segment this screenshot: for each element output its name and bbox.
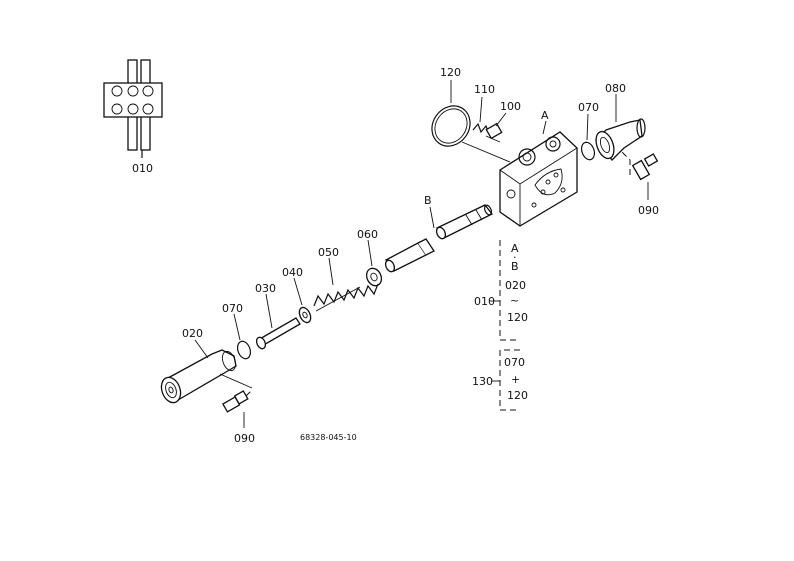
label-090-right: 090 (638, 204, 659, 217)
spool-B (435, 204, 493, 240)
label-030: 030 (255, 282, 276, 295)
kit-010-item-A: A (511, 242, 519, 255)
kit-010-number: 010 (474, 295, 495, 308)
bolt-090-right (619, 149, 659, 181)
label-B: B (424, 194, 432, 207)
kit-130-sep-plus: + (511, 373, 520, 386)
plug-100 (485, 122, 503, 143)
kit-130-item-120: 120 (507, 389, 528, 402)
kit-010-item-B: B (511, 260, 519, 273)
o-ring-070-right (580, 141, 596, 161)
rod-030 (255, 317, 301, 350)
washer-040 (298, 306, 312, 324)
collar-060 (365, 267, 383, 287)
kit-130-number: 130 (472, 375, 493, 388)
kit-010-sep-dot: · (513, 251, 517, 264)
valve-assembly-icon (103, 59, 163, 158)
bolt-090-left (222, 389, 253, 413)
label-090-left: 090 (234, 432, 255, 445)
label-070-right: 070 (578, 101, 599, 114)
label-080: 080 (605, 82, 626, 95)
label-120: 120 (440, 66, 461, 79)
o-ring-070-left (236, 340, 252, 360)
kit-130-bracket (492, 349, 520, 411)
cover-020 (160, 349, 253, 404)
label-040: 040 (282, 266, 303, 279)
label-070-left: 070 (222, 302, 243, 315)
o-ring-120 (431, 105, 471, 147)
drawing-number: 68328-045-10 (300, 433, 357, 442)
spacer-060 (384, 238, 435, 273)
cap-080 (595, 118, 646, 161)
kit-010-bracket (490, 240, 520, 341)
kit-010-item-020: 020 (505, 279, 526, 292)
kit-010-sep-tilde: ~ (510, 294, 519, 307)
label-100: 100 (500, 100, 521, 113)
spring-050 (313, 283, 379, 312)
valve-body-A (499, 131, 578, 227)
label-010-top: 010 (132, 162, 153, 175)
label-110: 110 (474, 83, 495, 96)
label-020: 020 (182, 327, 203, 340)
label-A: A (541, 109, 549, 122)
label-060: 060 (357, 228, 378, 241)
kit-010-item-120: 120 (507, 311, 528, 324)
kit-130-item-070: 070 (504, 356, 525, 369)
label-050: 050 (318, 246, 339, 259)
